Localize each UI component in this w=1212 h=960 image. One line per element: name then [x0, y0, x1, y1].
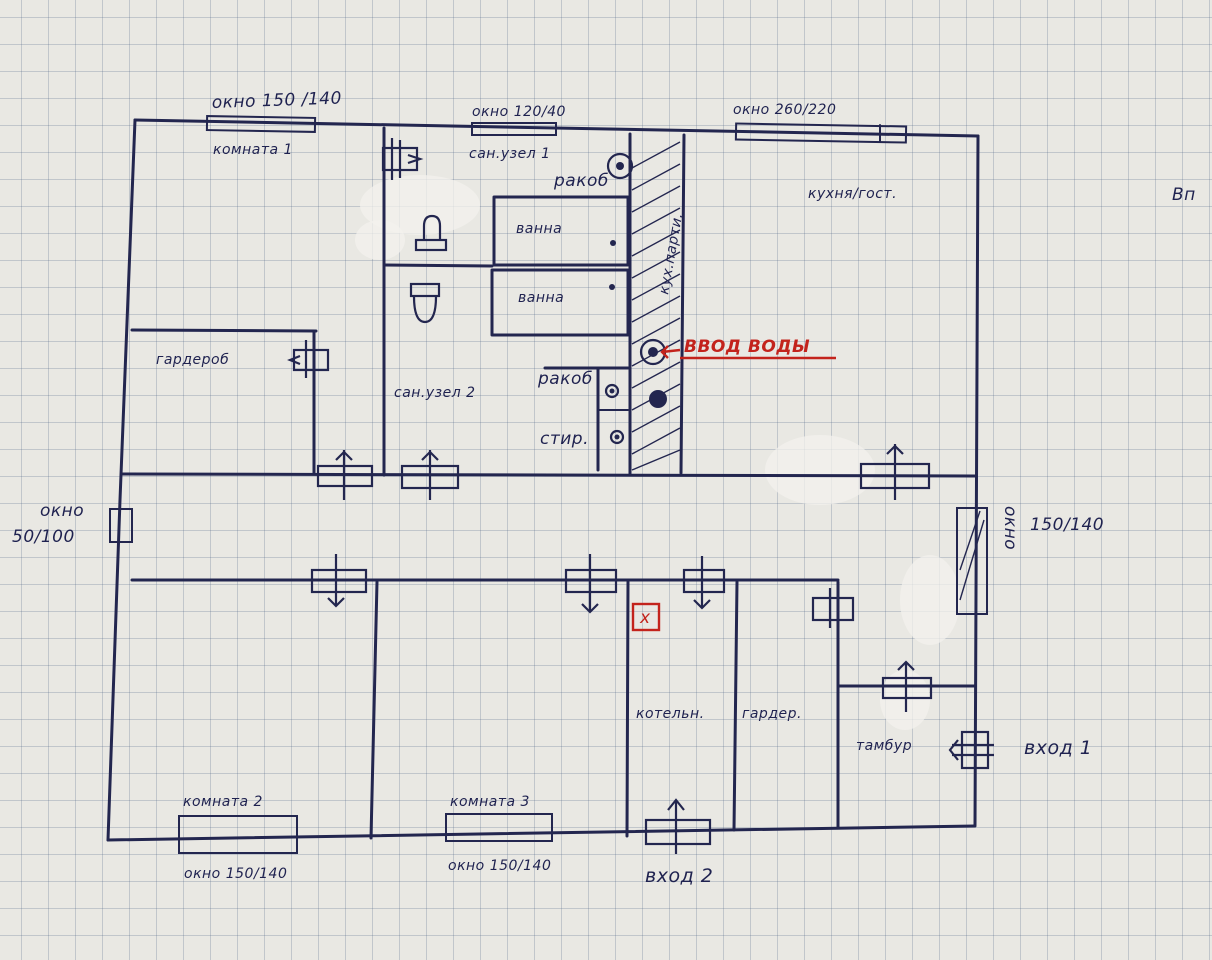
drain: [649, 390, 667, 408]
window-left: [109, 508, 133, 543]
door-bathroom2: [400, 450, 460, 500]
door-boiler: [682, 556, 726, 610]
label-entrance2: вход 2: [645, 865, 713, 887]
label-water-inlet: ВВОД ВОДЫ: [684, 337, 810, 357]
label-bath-b: ванна: [518, 290, 564, 306]
hatch-line: [631, 185, 681, 213]
label-washer: стир.: [540, 429, 589, 449]
label-window-room2: окно 150/140: [184, 866, 287, 882]
window-room2: [178, 815, 298, 854]
door-vestibule: [881, 660, 933, 712]
door-room2: [310, 554, 368, 608]
window-right: [956, 507, 988, 615]
hatch-line: [631, 295, 681, 323]
hatch-line: [631, 273, 681, 301]
label-entrance1: вход 1: [1024, 737, 1092, 759]
hatch-line: [631, 207, 681, 235]
partition-hatching: [631, 141, 681, 471]
hatch-line: [631, 449, 681, 471]
window-kitchen: [734, 122, 908, 144]
interior-walls: [120, 126, 977, 840]
label-window-right-size: 150/140: [1030, 515, 1104, 535]
label-edge-text: Вп: [1172, 185, 1196, 205]
hatch-line: [631, 427, 681, 455]
door-entrance1: [948, 730, 994, 770]
label-window-left-size: 50/100: [12, 527, 75, 547]
toilet-2: [409, 282, 441, 324]
label-window-right-word: окно: [1000, 506, 1020, 550]
label-room1: комната 1: [213, 142, 293, 158]
label-boiler-mark: x: [639, 608, 651, 628]
labels: окно 150 /140 окно 120/40 окно 260/220 к…: [12, 88, 1196, 887]
boiler-mark-box: [631, 602, 661, 632]
label-vestibule: тамбур: [856, 738, 912, 754]
window-room3: [445, 813, 553, 842]
label-sink-mid: ракоб: [537, 369, 593, 389]
door-room3: [564, 554, 618, 614]
hatch-line: [631, 317, 681, 345]
fixtures: [409, 152, 836, 632]
hatch-line: [631, 163, 681, 191]
label-window-bathroom1: окно 120/40: [472, 104, 566, 120]
label-window-room1: окно 150 /140: [211, 88, 342, 113]
hatch-line: [631, 361, 681, 389]
door-bathroom1: [381, 138, 424, 180]
label-room3: комната 3: [450, 794, 530, 810]
label-wardrobe2: гардер.: [742, 706, 802, 722]
label-bathroom2: сан.узел 2: [394, 385, 476, 401]
hatch-line: [631, 229, 681, 257]
window-bathroom1: [471, 122, 557, 136]
door-kitchen: [859, 444, 931, 500]
sink-top: [606, 152, 634, 180]
water-inlet-arrow: [660, 345, 681, 359]
label-window-left: окно: [40, 501, 84, 521]
door-wardrobe2: [811, 588, 855, 628]
sink-mid: [604, 383, 620, 399]
windows: [109, 115, 988, 854]
bath-b-drain: [609, 284, 615, 290]
label-kitchen-living: кухня/гост.: [808, 186, 897, 202]
hatch-line: [631, 251, 681, 279]
paper-smudges: [355, 175, 960, 730]
label-wardrobe1: гардероб: [156, 352, 229, 368]
label-sink-top: ракоб: [553, 171, 609, 191]
window-room1: [205, 115, 317, 133]
door-wardrobe1: [287, 340, 330, 378]
hatch-line: [631, 141, 681, 169]
label-room2: комната 2: [183, 794, 263, 810]
toilet-1: [414, 214, 448, 252]
hatch-line: [631, 405, 681, 433]
bath-a-drain: [610, 240, 616, 246]
label-bathroom1: сан.узел 1: [469, 146, 551, 162]
doors: [287, 138, 994, 854]
door-entrance2: [644, 798, 712, 854]
label-window-kitchen: окно 260/220: [733, 102, 836, 118]
label-bath-a: ванна: [516, 221, 562, 237]
label-boiler-room: котельн.: [636, 706, 705, 722]
washer-fixture: [609, 429, 625, 445]
label-window-room3: окно 150/140: [448, 858, 551, 874]
door-upper-left: [316, 450, 374, 500]
